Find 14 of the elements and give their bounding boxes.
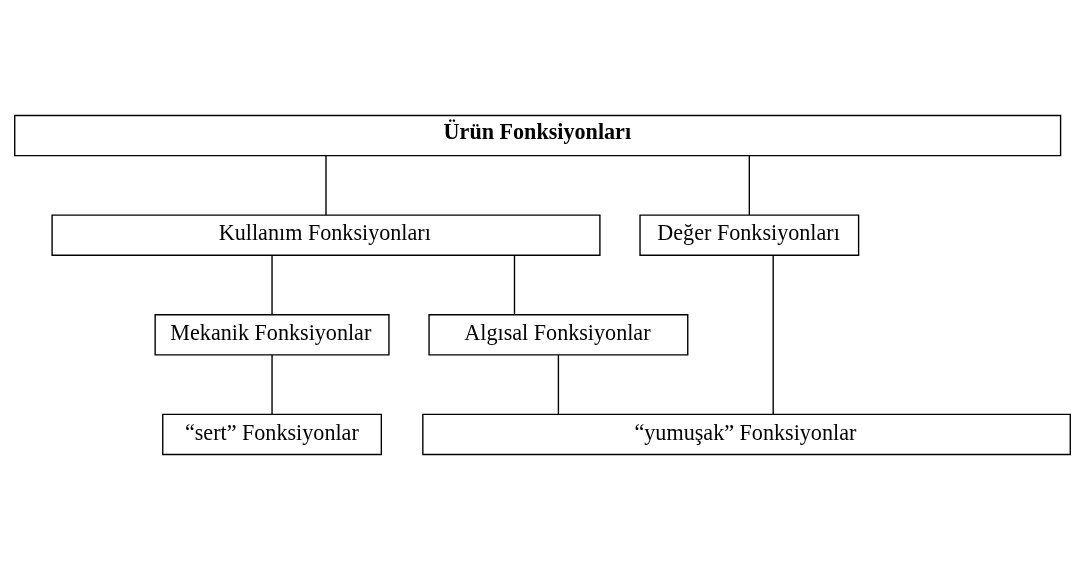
connector [325,155,327,216]
connector [513,254,516,316]
node-box: Mekanik Fonksiyonlar [154,314,390,356]
connector [748,155,750,216]
connector [557,354,560,415]
connector [271,354,273,415]
node-box: Algısal Fonksiyonlar [428,314,689,356]
node-box: Ürün Fonksiyonları [14,114,1062,157]
connector [772,254,774,415]
node-box: Değer Fonksiyonları [639,214,860,256]
node-box: “sert” Fonksiyonlar [162,413,382,456]
node-box: “yumuşak” Fonksiyonlar [422,413,1071,456]
connector [271,254,273,316]
node-box: Kullanım Fonksiyonları [51,214,601,256]
